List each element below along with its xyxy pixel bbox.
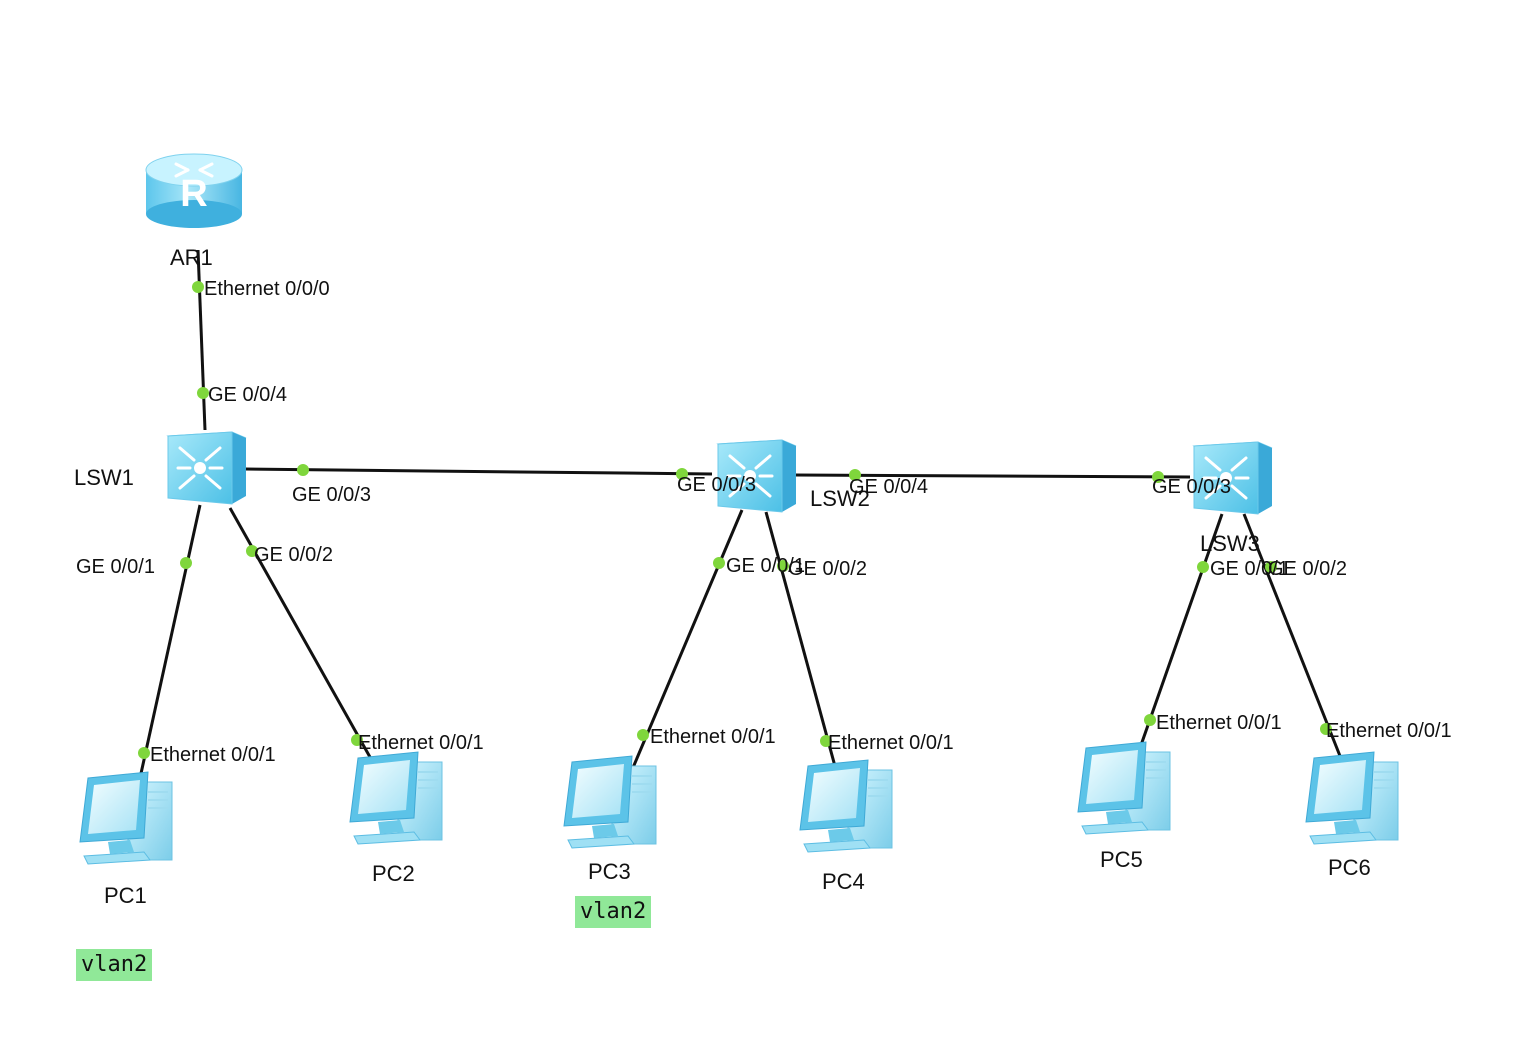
port-dot: [1265, 561, 1277, 573]
switch-lsw1[interactable]: [166, 430, 248, 506]
link-lsw2-pc3[interactable]: [630, 509, 744, 771]
router-icon: [144, 152, 244, 230]
device-label-lsw1: LSW1: [74, 465, 134, 490]
pc-icon: [79, 771, 173, 865]
link-ar1-lsw1[interactable]: [196, 249, 207, 431]
port-label-pc2-eth0-0-1: Ethernet 0/0/1: [358, 732, 484, 754]
link-lsw1-lsw2[interactable]: [244, 467, 713, 476]
switch-icon: [166, 430, 248, 506]
link-lsw3-pc6[interactable]: [1242, 513, 1342, 757]
pc-icon: [563, 755, 657, 849]
port-dot: [676, 468, 688, 480]
port-label-lsw1-ge0-0-4: GE 0/0/4: [208, 384, 287, 406]
pc-icon: [1305, 751, 1399, 845]
port-dot: [777, 560, 789, 572]
port-label-lsw1-ge0-0-1: GE 0/0/1: [76, 556, 155, 578]
router-ar1[interactable]: [144, 152, 244, 230]
pc-icon: [799, 759, 893, 853]
port-label-lsw2-ge0-0-3: GE 0/0/3: [677, 474, 756, 496]
port-dot: [351, 734, 363, 746]
port-dot: [1144, 714, 1156, 726]
port-dot: [197, 387, 209, 399]
pc-icon: [1077, 741, 1171, 835]
port-label-lsw2-ge0-0-2: GE 0/0/2: [788, 558, 867, 580]
link-lsw3-pc5[interactable]: [1138, 513, 1224, 749]
pc-pc4[interactable]: [799, 759, 893, 853]
port-dot: [297, 464, 309, 476]
port-label-lsw2-ge0-0-1: GE 0/0/1: [726, 555, 805, 577]
link-lsw1-pc1[interactable]: [138, 504, 202, 779]
port-dot: [713, 557, 725, 569]
links: [138, 249, 1342, 779]
pc-icon: [349, 751, 443, 845]
pc-pc3[interactable]: [563, 755, 657, 849]
port-dot: [1197, 561, 1209, 573]
pc-pc6[interactable]: [1305, 751, 1399, 845]
port-dot: [637, 729, 649, 741]
pc-pc2[interactable]: [349, 751, 443, 845]
vlan-tag-pc1: vlan2: [76, 949, 153, 981]
port-label-lsw2-ge0-0-4: GE 0/0/4: [849, 476, 928, 498]
port-label-lsw3-ge0-0-2: GE 0/0/2: [1268, 558, 1347, 580]
device-label-pc5: PC5: [1100, 847, 1143, 872]
pc-pc1[interactable]: [79, 771, 173, 865]
port-label-pc3-eth0-0-1: Ethernet 0/0/1: [650, 726, 776, 748]
device-label-pc6: PC6: [1328, 855, 1371, 880]
port-dot: [820, 735, 832, 747]
device-label-pc3: PC3: [588, 859, 631, 884]
port-label-lsw3-ge0-0-1: GE 0/0/1: [1210, 558, 1289, 580]
device-label-pc4: PC4: [822, 869, 865, 894]
port-dot: [192, 281, 204, 293]
port-label-pc6-eth0-0-1: Ethernet 0/0/1: [1326, 720, 1452, 742]
port-label-pc5-eth0-0-1: Ethernet 0/0/1: [1156, 712, 1282, 734]
device-label-ar1: AR1: [170, 245, 213, 270]
port-label-lsw1-ge0-0-3: GE 0/0/3: [292, 484, 371, 506]
port-label-pc1-eth0-0-1: Ethernet 0/0/1: [150, 744, 276, 766]
device-label-pc2: PC2: [372, 861, 415, 886]
port-dot: [849, 469, 861, 481]
device-label-pc1: PC1: [104, 883, 147, 908]
pc-pc5[interactable]: [1077, 741, 1171, 835]
port-dot: [1320, 723, 1332, 735]
port-dots: [138, 281, 1332, 759]
device-label-lsw3: LSW3: [1200, 531, 1260, 556]
device-label-lsw2: LSW2: [810, 486, 870, 511]
vlan-tag-pc3: vlan2: [575, 896, 652, 928]
port-label-lsw1-ge0-0-2: GE 0/0/2: [254, 544, 333, 566]
port-dot: [180, 557, 192, 569]
link-lsw2-pc4[interactable]: [764, 511, 838, 771]
port-dot: [246, 545, 258, 557]
port-label-ar1-eth0-0-0: Ethernet 0/0/0: [204, 278, 330, 300]
port-dot: [1152, 471, 1164, 483]
port-label-pc4-eth0-0-1: Ethernet 0/0/1: [828, 732, 954, 754]
port-dot: [138, 747, 150, 759]
port-label-lsw3-ge0-0-3: GE 0/0/3: [1152, 476, 1231, 498]
